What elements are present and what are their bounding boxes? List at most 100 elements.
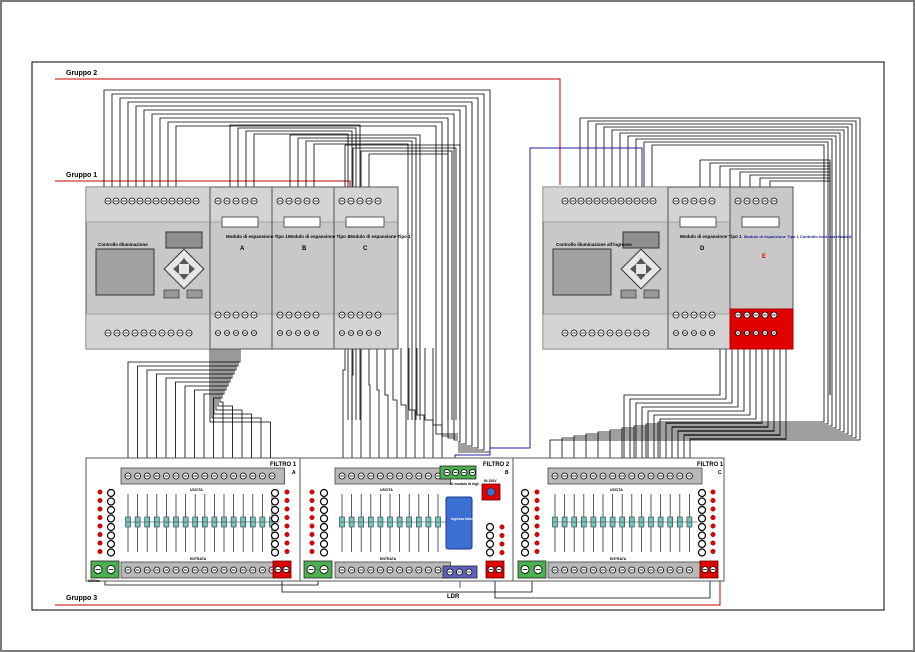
plc-to-filter-wire	[217, 348, 233, 466]
channel-led	[309, 489, 315, 495]
jack-socket	[106, 539, 116, 549]
left-module-letter: B	[302, 246, 307, 252]
channel-led	[284, 549, 290, 555]
right-plc-filter-wire	[629, 348, 727, 466]
plc-left-wire	[135, 105, 467, 445]
channel-led	[284, 506, 290, 512]
control-module-box	[445, 496, 473, 550]
jack-socket	[520, 531, 530, 540]
jack-socket	[520, 514, 530, 523]
wires	[55, 78, 861, 606]
dpad-right-icon	[189, 264, 195, 274]
right-plc-filter-wire	[689, 348, 787, 466]
channel-led	[534, 549, 540, 555]
filter-1-letter: A	[292, 470, 296, 476]
jack-socket	[697, 488, 707, 498]
left-module-title: Modulo di espansione Tipo 1	[288, 234, 350, 239]
jack-socket	[485, 539, 495, 549]
channel-led	[309, 498, 315, 504]
jack-socket	[270, 505, 280, 515]
jack-socket	[485, 548, 495, 557]
channel-led	[499, 550, 505, 556]
filter-2-in-label: ENTRATA	[380, 557, 397, 561]
plc-to-filter-wire	[209, 348, 271, 466]
jack-socket	[485, 522, 495, 532]
filter-1-title: FILTRO 1	[270, 462, 297, 468]
plc-key	[643, 289, 660, 299]
module-label-slot	[741, 216, 780, 228]
plc-to-filter2-wire	[408, 348, 416, 466]
module-e-letter: E	[762, 254, 766, 260]
jack-socket	[270, 488, 280, 498]
jack-socket	[319, 539, 329, 549]
plc-display	[552, 248, 612, 296]
channel-led	[710, 549, 716, 555]
filter-2-title: FILTRO 2	[483, 462, 510, 468]
plc-left-wire	[159, 117, 458, 439]
dpad-down-icon	[636, 274, 646, 280]
channel-led	[309, 549, 315, 555]
group-2-label: Gruppo 2	[66, 70, 97, 77]
right-plc-wire	[549, 117, 861, 466]
jack-socket	[520, 505, 530, 515]
power-label: 230Vac	[88, 579, 100, 583]
jack-socket	[106, 548, 116, 557]
plc-small-display	[165, 231, 203, 249]
channel-led	[97, 515, 103, 521]
power-out-terminal	[272, 560, 292, 579]
jack-socket	[270, 539, 280, 549]
right-plc-filter-wire	[671, 348, 769, 466]
drawing-frame	[31, 61, 885, 611]
channel-led	[97, 523, 103, 529]
right-plc-filter-wire	[665, 348, 763, 466]
dpad-left-icon	[630, 264, 636, 274]
jack-socket	[697, 522, 707, 532]
channel-led	[309, 515, 315, 521]
channel-led	[534, 515, 540, 521]
jack-socket	[106, 488, 116, 498]
plc-left-wire	[119, 97, 479, 449]
right-plc-wire	[651, 144, 825, 466]
module-label-slot	[345, 216, 385, 228]
channel-led	[97, 498, 103, 504]
channel-led	[309, 506, 315, 512]
right-plc-filter-wire	[647, 348, 745, 466]
dpad-left-icon	[173, 264, 179, 274]
relay-input-label: IN 230V	[484, 479, 497, 483]
plc-to-filter-wire	[213, 348, 252, 466]
jack-socket	[319, 497, 329, 506]
control-module-label: Ingresso fotocell. soglia	[451, 517, 488, 521]
filter-3-out-label: USCITA	[610, 488, 623, 492]
plc-small-display	[622, 231, 660, 249]
filter-2-out-label: USCITA	[380, 488, 393, 492]
plc-to-filter2-wire	[351, 348, 354, 466]
jack-socket	[270, 522, 280, 532]
module-loop-wire	[344, 144, 461, 420]
jack-socket	[106, 514, 116, 523]
channel-led	[97, 540, 103, 546]
module-d-letter: D	[700, 246, 705, 252]
filter-2-output-label: Al modulo di ingr.	[450, 482, 480, 486]
jack-socket	[520, 488, 530, 498]
plc-left-wire	[103, 89, 491, 453]
plc-to-filter2-wire	[400, 348, 407, 466]
plc-to-filter2-wire	[368, 348, 371, 466]
plc-to-filter-wire	[211, 348, 262, 466]
jack-socket	[106, 497, 116, 506]
jack-socket	[319, 548, 329, 557]
plc-left-wire	[167, 121, 458, 437]
jack-socket	[697, 514, 707, 523]
filter-3-letter: C	[718, 470, 722, 476]
channel-led	[309, 540, 315, 546]
units	[85, 186, 794, 582]
module-loop-wire	[368, 153, 449, 420]
channel-led	[97, 549, 103, 555]
right-plc-wire	[621, 135, 837, 466]
jack-socket	[270, 514, 280, 523]
plc-top-terminal-strip	[85, 186, 399, 223]
filter-1-in-label: ENTRATA	[190, 557, 207, 561]
plc-to-filter2-wire	[376, 348, 380, 466]
channel-led	[710, 506, 716, 512]
jack-socket	[319, 522, 329, 532]
